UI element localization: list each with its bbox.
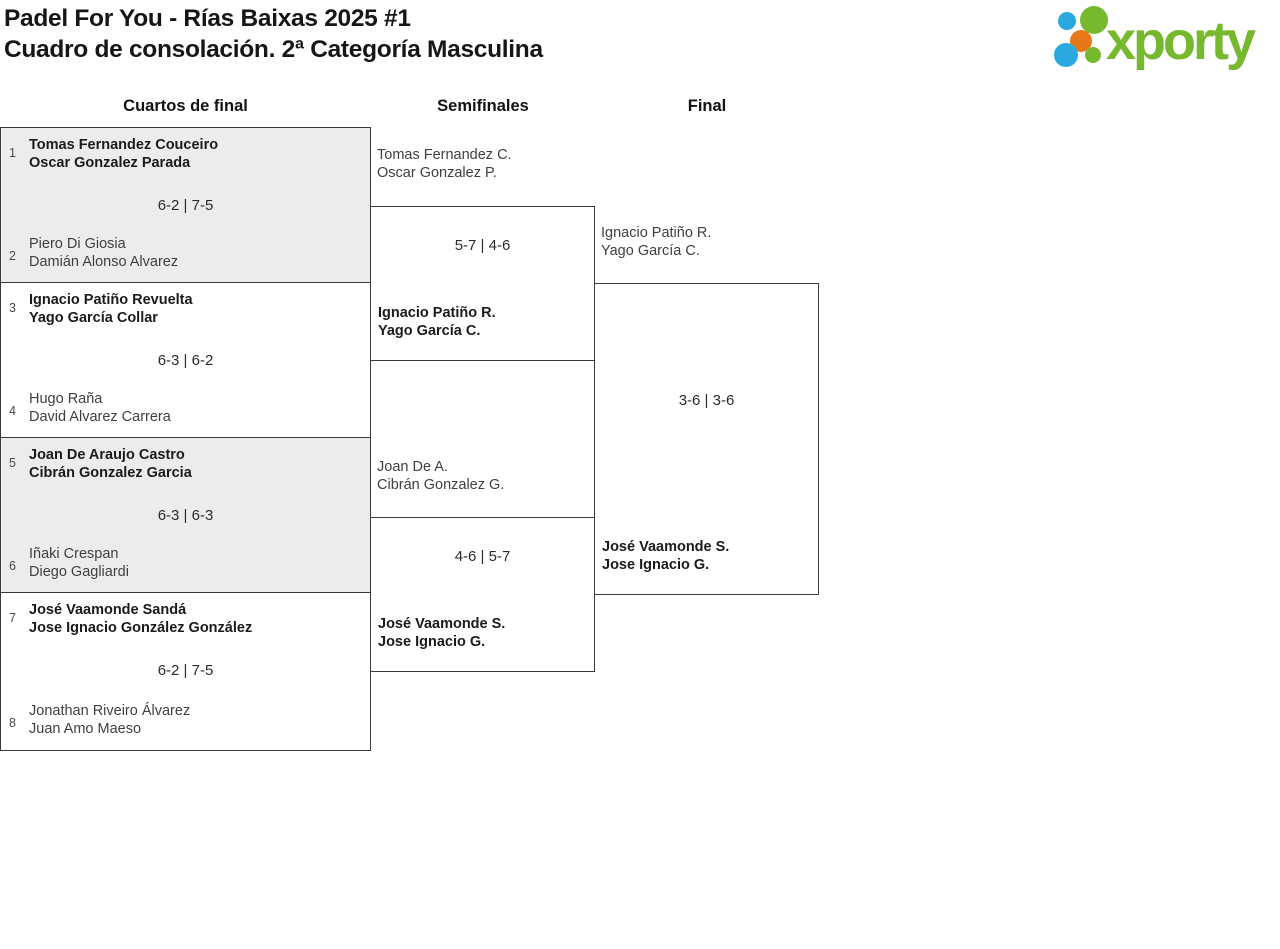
player-name: Yago García C. <box>601 242 700 259</box>
player-name: José Vaamonde S. <box>602 539 730 555</box>
team-names: Hugo Raña David Alvarez Carrera <box>29 391 171 426</box>
player-name: Cibrán Gonzalez Garcia <box>29 464 192 481</box>
sf-match-1: 5-7 | 4-6 Ignacio Patiño R. Yago García … <box>370 206 595 361</box>
player-name: Ignacio Patiño Revuelta <box>29 292 193 308</box>
qf-match-3: 5 Joan De Araujo Castro Cibrán Gonzalez … <box>1 438 370 593</box>
player-name: Joan De Araujo Castro <box>29 447 185 463</box>
page-subtitle: Cuadro de consolación. 2ª Categoría Masc… <box>4 36 543 63</box>
team-names: Joan De Araujo Castro Cibrán Gonzalez Ga… <box>29 447 192 482</box>
sf-match-2: 4-6 | 5-7 José Vaamonde S. Jose Ignacio … <box>370 517 595 672</box>
sf1-bottom-team: Ignacio Patiño R. Yago García C. <box>378 305 496 340</box>
player-name: Jose Ignacio González González <box>29 619 253 636</box>
seed-number: 8 <box>9 716 16 730</box>
player-name: Ignacio Patiño R. <box>601 225 712 241</box>
player-name: Tomas Fernandez C. <box>377 147 512 163</box>
match-score: 6-3 | 6-3 <box>157 507 214 524</box>
match-score: 4-6 | 5-7 <box>454 548 511 565</box>
team-names: Iñaki Crespan Diego Gagliardi <box>29 546 129 581</box>
page-title: Padel For You - Rías Baixas 2025 #1 <box>4 5 411 32</box>
logo-dot-orange <box>1070 30 1092 52</box>
player-name: Tomas Fernandez Couceiro <box>29 137 219 153</box>
player-name: Joan De A. <box>377 459 448 475</box>
round-header-semifinals: Semifinales <box>437 97 529 115</box>
player-name: Diego Gagliardi <box>29 563 129 580</box>
player-name: Juan Amo Maeso <box>29 720 142 737</box>
final-top-team: Ignacio Patiño R. Yago García C. <box>601 225 711 260</box>
match-score: 6-3 | 6-2 <box>157 352 214 369</box>
player-name: Ignacio Patiño R. <box>378 305 496 321</box>
page-header: Padel For You - Rías Baixas 2025 #1 Cuad… <box>4 3 543 65</box>
player-name: Jonathan Riveiro Álvarez <box>29 703 191 719</box>
qf-match-1: 1 Tomas Fernandez Couceiro Oscar Gonzale… <box>1 128 370 283</box>
player-name: Iñaki Crespan <box>29 546 119 562</box>
player-name: Jose Ignacio G. <box>378 633 486 650</box>
logo-dot-green-small <box>1085 47 1101 63</box>
match-score: 3-6 | 3-6 <box>678 392 735 409</box>
team-names: Ignacio Patiño Revuelta Yago García Coll… <box>29 292 193 327</box>
player-name: Cibrán Gonzalez G. <box>377 476 505 493</box>
player-name: Oscar Gonzalez P. <box>377 164 497 181</box>
player-name: José Vaamonde Sandá <box>29 602 187 618</box>
logo-dot-green-large <box>1080 6 1108 34</box>
seed-number: 6 <box>9 559 16 573</box>
player-name: Piero Di Giosia <box>29 236 126 252</box>
seed-number: 1 <box>9 146 16 160</box>
team-names: Tomas Fernandez Couceiro Oscar Gonzalez … <box>29 137 218 172</box>
round-header-final: Final <box>687 97 727 115</box>
logo-dot-blue-large <box>1054 43 1078 67</box>
player-name: Hugo Raña <box>29 391 103 407</box>
quarterfinals-column: 1 Tomas Fernandez Couceiro Oscar Gonzale… <box>0 127 371 751</box>
round-header-quarterfinals: Cuartos de final <box>123 97 248 115</box>
xporty-logo-icon: xporty <box>1054 6 1259 71</box>
player-name: Oscar Gonzalez Parada <box>29 154 191 171</box>
xporty-logo: xporty <box>1042 0 1278 74</box>
match-score: 6-2 | 7-5 <box>157 662 214 679</box>
qf-match-2: 3 Ignacio Patiño Revuelta Yago García Co… <box>1 283 370 438</box>
sf1-top-team: Tomas Fernandez C. Oscar Gonzalez P. <box>377 147 512 182</box>
final-match: 3-6 | 3-6 José Vaamonde S. Jose Ignacio … <box>594 283 819 595</box>
player-name: Damián Alonso Alvarez <box>29 253 179 270</box>
match-score: 5-7 | 4-6 <box>454 237 511 254</box>
player-name: José Vaamonde S. <box>378 616 506 632</box>
match-score: 6-2 | 7-5 <box>157 197 214 214</box>
seed-number: 4 <box>9 404 16 418</box>
logo-wordmark: xporty <box>1106 11 1256 71</box>
player-name: David Alvarez Carrera <box>29 408 171 425</box>
sf2-bottom-team: José Vaamonde S. Jose Ignacio G. <box>378 616 505 651</box>
seed-number: 3 <box>9 301 16 315</box>
team-names: José Vaamonde Sandá Jose Ignacio Gonzále… <box>29 602 252 637</box>
logo-dot-blue-small <box>1058 12 1076 30</box>
team-names: Piero Di Giosia Damián Alonso Alvarez <box>29 236 178 271</box>
player-name: Jose Ignacio G. <box>602 556 710 573</box>
team-names: Jonathan Riveiro Álvarez Juan Amo Maeso <box>29 703 190 738</box>
sf2-top-team: Joan De A. Cibrán Gonzalez G. <box>377 459 504 494</box>
final-bottom-team: José Vaamonde S. Jose Ignacio G. <box>602 539 729 574</box>
seed-number: 7 <box>9 611 16 625</box>
qf-match-4: 7 José Vaamonde Sandá Jose Ignacio Gonzá… <box>1 593 370 749</box>
seed-number: 2 <box>9 249 16 263</box>
player-name: Yago García Collar <box>29 309 158 326</box>
seed-number: 5 <box>9 456 16 470</box>
player-name: Yago García C. <box>378 322 481 339</box>
